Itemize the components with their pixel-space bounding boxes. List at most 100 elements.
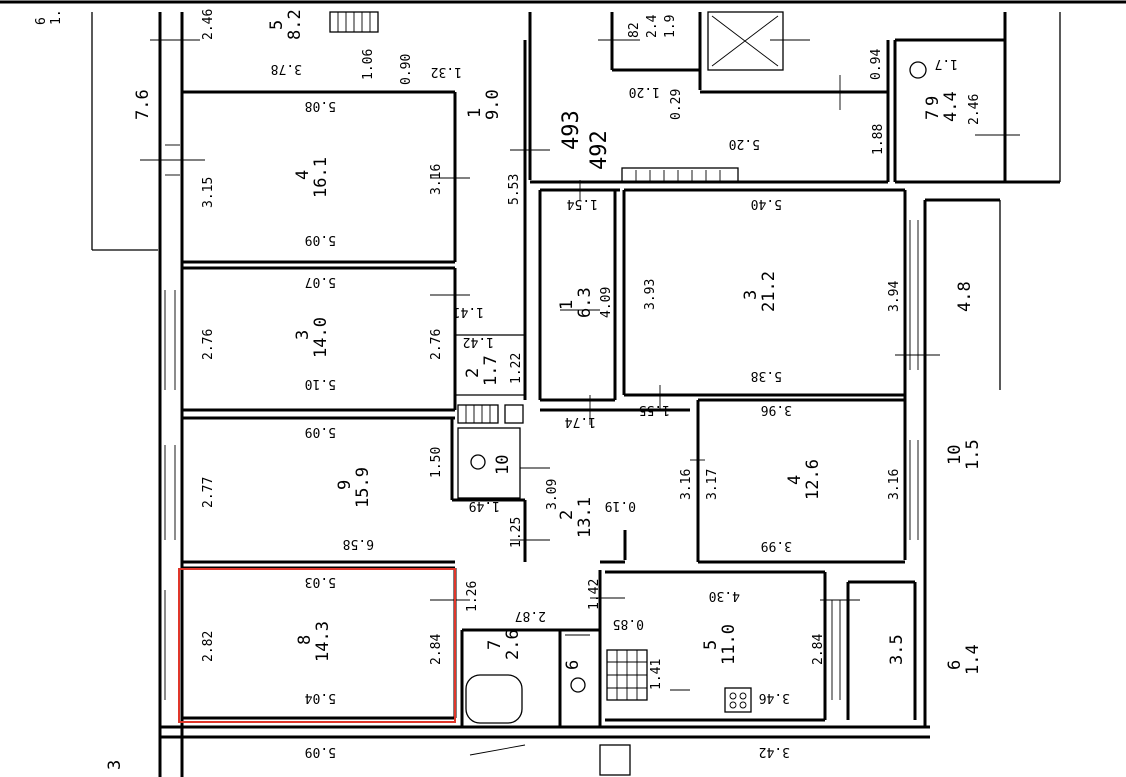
- dimension-labels: 6 1. 2.46 5 8.2 3.78 1.06 0.90 1.32 7.6 …: [34, 9, 983, 770]
- dim-label: 1.55: [639, 402, 670, 417]
- dim-label: 0.19: [605, 498, 636, 513]
- dim-label: 9.0: [483, 89, 503, 120]
- dim-label: 4.8: [955, 281, 975, 312]
- area-label: 6: [945, 660, 965, 670]
- dim-label: 9: [923, 96, 943, 106]
- dim-label: 5.09: [305, 232, 336, 247]
- dim-label: 3.78: [271, 61, 302, 76]
- dim-label: 3: [105, 760, 125, 770]
- dim-label: 3.17: [705, 469, 720, 500]
- dim-label: 1.54: [567, 196, 598, 211]
- radiator-grille: [621, 167, 739, 183]
- dim-label: 5.40: [751, 196, 782, 211]
- dim-label: 2.84: [811, 634, 826, 665]
- dim-label: 2.46: [967, 94, 982, 125]
- area-label: 6: [563, 660, 583, 670]
- area-label: 3: [293, 330, 313, 340]
- dim-label: 5.09: [305, 744, 336, 759]
- area-label: 11.0: [719, 624, 739, 665]
- sink: [570, 677, 586, 693]
- dim-label: 1.49: [469, 498, 500, 513]
- dim-label: 2.76: [201, 329, 216, 360]
- area-label: 14.3: [313, 621, 333, 662]
- dim-label: 5: [267, 20, 287, 30]
- area-label: 3: [741, 290, 761, 300]
- dim-label: 0.90: [399, 54, 414, 85]
- box: [504, 404, 524, 424]
- radiator-grille: [457, 404, 499, 424]
- dim-label: 1.06: [361, 49, 376, 80]
- dim-label: 1.26: [465, 581, 480, 612]
- dim-label: 2.77: [201, 477, 216, 508]
- area-label: 2: [557, 510, 577, 520]
- dim-label: 0.94: [869, 49, 884, 80]
- elevator-shaft: [707, 11, 784, 71]
- dim-label: 1.42: [587, 579, 602, 610]
- dim-label: 5.20: [729, 136, 760, 151]
- dim-label: 4.30: [709, 588, 740, 603]
- dim-label: 2.84: [429, 634, 444, 665]
- area-label: 13.1: [575, 497, 595, 538]
- burner: [739, 692, 747, 700]
- dim-label: 8.2: [285, 9, 305, 40]
- dim-label: 7.6: [133, 89, 153, 120]
- dim-label: 493: [559, 110, 584, 150]
- dim-label: 2.4: [645, 14, 660, 38]
- dim-label: 492: [587, 130, 612, 170]
- dim-label: 0.29: [669, 89, 684, 120]
- area-label: 1: [557, 300, 577, 310]
- area-label: 4: [785, 475, 805, 485]
- area-label: 9: [335, 480, 355, 490]
- dim-label: 2.82: [201, 631, 216, 662]
- dim-label: 5.10: [305, 376, 336, 391]
- area-label: 8: [295, 635, 315, 645]
- toilet: [470, 454, 486, 470]
- dim-label: 5.07: [305, 274, 336, 289]
- dim-label: 3.16: [679, 469, 694, 500]
- dim-label: 5.03: [305, 574, 336, 589]
- cooktop: [724, 687, 752, 713]
- dim-label: 3.46: [759, 690, 790, 705]
- burner: [739, 701, 747, 709]
- dim-label: 1.32: [431, 64, 462, 79]
- area-label: 15.9: [353, 467, 373, 508]
- area-label: 16.1: [311, 157, 331, 198]
- area-label: 10: [945, 445, 965, 465]
- dim-label: 1.22: [509, 353, 524, 384]
- dim-label: 1.7: [935, 56, 958, 71]
- fixture: [469, 744, 526, 756]
- area-label: 14.0: [311, 317, 331, 358]
- dim-label: 1.50: [429, 447, 444, 478]
- bathtub: [465, 674, 523, 724]
- dim-label: 4.4: [941, 91, 961, 122]
- dim-label: 2.87: [515, 608, 546, 623]
- dim-label: 5.04: [305, 690, 336, 705]
- dim-label: 3.99: [761, 538, 792, 553]
- fixtures: [329, 11, 927, 776]
- area-label: 4: [293, 170, 313, 180]
- dim-label: 0.85: [613, 616, 644, 631]
- area-label: 5: [701, 640, 721, 650]
- dim-label: 1.74: [565, 414, 596, 429]
- dim-label: 2.76: [429, 329, 444, 360]
- dim-label: 2.46: [201, 9, 216, 40]
- elevator-x: [711, 15, 779, 67]
- area-label: 10: [493, 455, 513, 475]
- area-label: 12.6: [803, 459, 823, 500]
- burner: [729, 701, 737, 709]
- dim-label: 1.41: [453, 304, 484, 319]
- highlighted-room-8[interactable]: [178, 568, 456, 723]
- dim-label: 1.88: [871, 124, 886, 155]
- dim-label: 4.09: [599, 287, 614, 318]
- dim-label: 5.08: [305, 98, 336, 113]
- dim-label: 6.58: [343, 536, 374, 551]
- dim-label: 5.53: [507, 174, 522, 205]
- burner: [729, 692, 737, 700]
- dim-label: 3.96: [761, 402, 792, 417]
- dim-label: 5.38: [751, 368, 782, 383]
- area-label: 1.7: [481, 355, 501, 386]
- wall: [457, 427, 521, 499]
- area-label: 2: [463, 368, 483, 378]
- dim-label: 3.94: [887, 281, 902, 312]
